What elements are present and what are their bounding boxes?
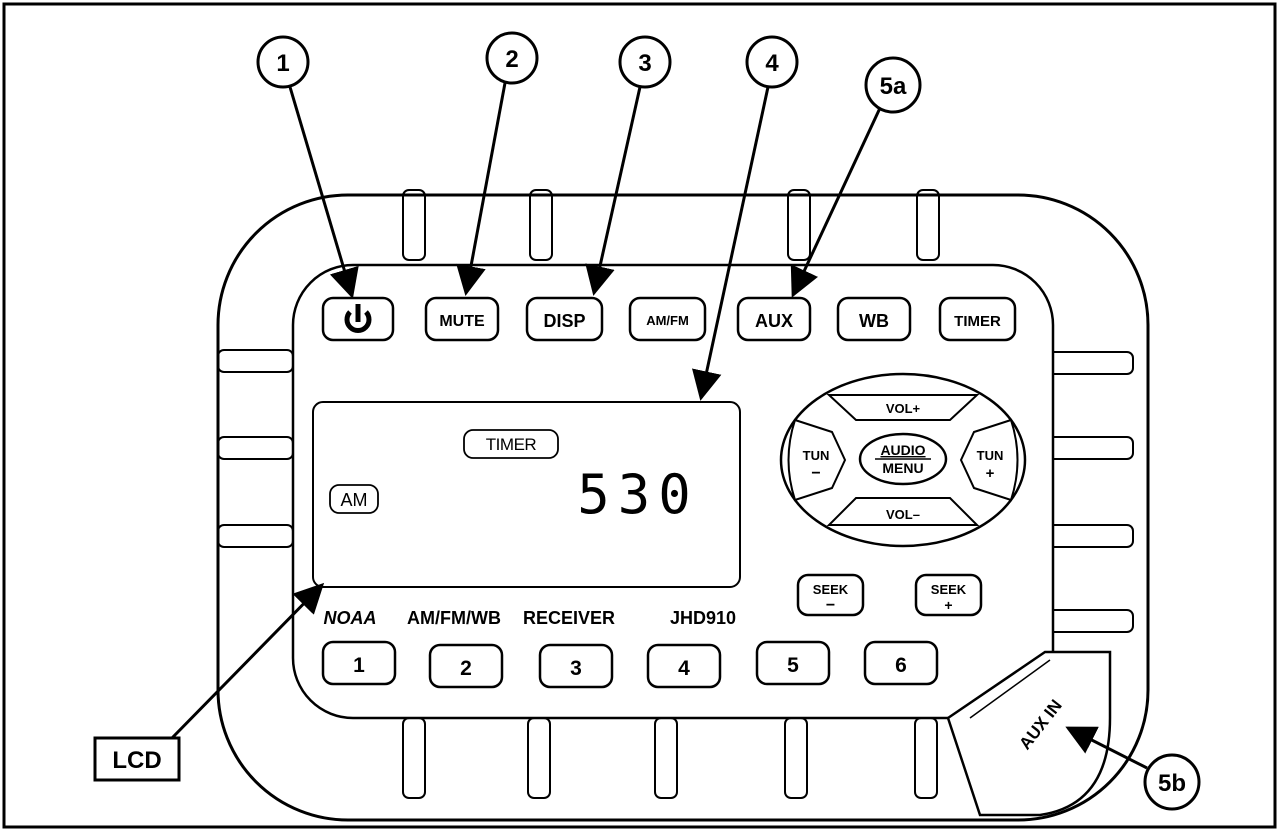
callout-5a-text: 5a (880, 73, 907, 100)
mounting-tabs-right (1047, 351, 1134, 633)
lcd-timer-indicator: TIMER (463, 429, 559, 459)
tun-plus-label: TUN (977, 448, 1004, 463)
seek-minus-button[interactable]: SEEK − (796, 573, 865, 617)
preset-button-4[interactable]: 4 (646, 643, 722, 689)
callout-3: 3 (618, 35, 672, 89)
timer-button-label: TIMER (954, 313, 1001, 330)
mounting-tabs-bottom (402, 717, 938, 799)
preset-button-5[interactable]: 5 (755, 640, 831, 686)
callout-5a: 5a (864, 56, 922, 114)
aux-button-label: AUX (755, 311, 793, 331)
preset-6-label: 6 (895, 654, 907, 677)
vol-down-label: VOL– (886, 507, 920, 522)
callout-lcd-text: LCD (112, 747, 161, 774)
power-icon (344, 304, 372, 333)
preset-3-label: 3 (570, 657, 582, 680)
model-text-line: NOAA AM/FM/WB RECEIVER JHD910 (324, 608, 737, 628)
mounting-tabs-top (402, 189, 940, 261)
preset-2-label: 2 (460, 657, 472, 680)
noaa-label: NOAA (324, 608, 377, 628)
aux-in-cover: AUX IN (946, 650, 1112, 817)
lcd-display: TIMER AM 530 (312, 401, 741, 588)
seek-minus-label: SEEK (813, 582, 849, 597)
mute-button[interactable]: MUTE (424, 296, 500, 342)
amfm-button-label: AM/FM (646, 313, 689, 328)
seek-plus-label: SEEK (931, 582, 967, 597)
callout-lcd: LCD (93, 736, 181, 782)
wb-button-label: WB (859, 311, 889, 331)
vol-down-button[interactable]: VOL– (826, 497, 980, 526)
control-pad: VOL+ VOL– TUN − TUN + AUDIO MENU (779, 372, 1027, 548)
lcd-timer-text: TIMER (486, 435, 537, 454)
seek-minus-sign: − (826, 597, 835, 614)
callout-2-text: 2 (505, 46, 518, 73)
tun-minus-label: TUN (803, 448, 830, 463)
seek-plus-sign: + (944, 597, 952, 613)
seek-plus-button[interactable]: SEEK + (914, 573, 983, 617)
tun-minus-button[interactable]: TUN − (787, 418, 847, 502)
model-number: JHD910 (670, 608, 736, 628)
lcd-band-indicator: AM (329, 484, 379, 514)
lcd-band-text: AM (341, 490, 368, 510)
tun-plus-button[interactable]: TUN + (959, 418, 1019, 502)
leader-arrow-1 (288, 86, 359, 299)
leader-arrows (170, 82, 1148, 770)
preset-button-6[interactable]: 6 (863, 640, 939, 686)
audio-menu-button[interactable]: AUDIO MENU (858, 432, 948, 486)
callout-1-text: 1 (276, 50, 289, 77)
leader-arrow-5a (790, 107, 882, 298)
power-button[interactable] (321, 296, 395, 342)
preset-4-label: 4 (678, 657, 690, 680)
tun-minus-sign: − (811, 465, 820, 482)
mounting-tabs-left (217, 349, 294, 548)
callout-5b: 5b (1143, 753, 1201, 811)
preset-1-label: 1 (353, 654, 365, 677)
disp-button[interactable]: DISP (525, 296, 604, 342)
disp-button-label: DISP (543, 311, 585, 331)
wb-button[interactable]: WB (836, 296, 912, 342)
callout-5b-text: 5b (1158, 770, 1186, 797)
callout-2: 2 (485, 31, 539, 85)
callout-4: 4 (745, 35, 799, 89)
timer-button[interactable]: TIMER (938, 296, 1017, 342)
leader-arrow-lcd (170, 582, 325, 740)
mute-button-label: MUTE (439, 313, 485, 330)
preset-button-1[interactable]: 1 (321, 640, 397, 686)
receiver-label: RECEIVER (523, 608, 615, 628)
callout-4-text: 4 (765, 50, 779, 77)
vol-up-label: VOL+ (886, 401, 921, 416)
leader-arrow-4 (692, 86, 770, 401)
leader-arrow-3 (585, 86, 642, 296)
menu-label: MENU (882, 460, 923, 476)
aux-button[interactable]: AUX (736, 296, 812, 342)
vol-up-button[interactable]: VOL+ (826, 394, 980, 421)
tun-plus-sign: + (986, 465, 995, 482)
preset-button-2[interactable]: 2 (428, 643, 504, 689)
leader-arrow-2 (456, 82, 507, 296)
lcd-frequency: 530 (577, 463, 699, 526)
housing-outer (216, 193, 1150, 822)
callout-1: 1 (256, 35, 310, 89)
preset-button-3[interactable]: 3 (538, 643, 614, 689)
leader-arrow-5b (1065, 726, 1148, 770)
audio-label: AUDIO (880, 442, 925, 458)
amfm-button[interactable]: AM/FM (628, 296, 707, 342)
callout-3-text: 3 (638, 50, 651, 77)
preset-5-label: 5 (787, 654, 799, 677)
amfmwb-label: AM/FM/WB (407, 608, 501, 628)
